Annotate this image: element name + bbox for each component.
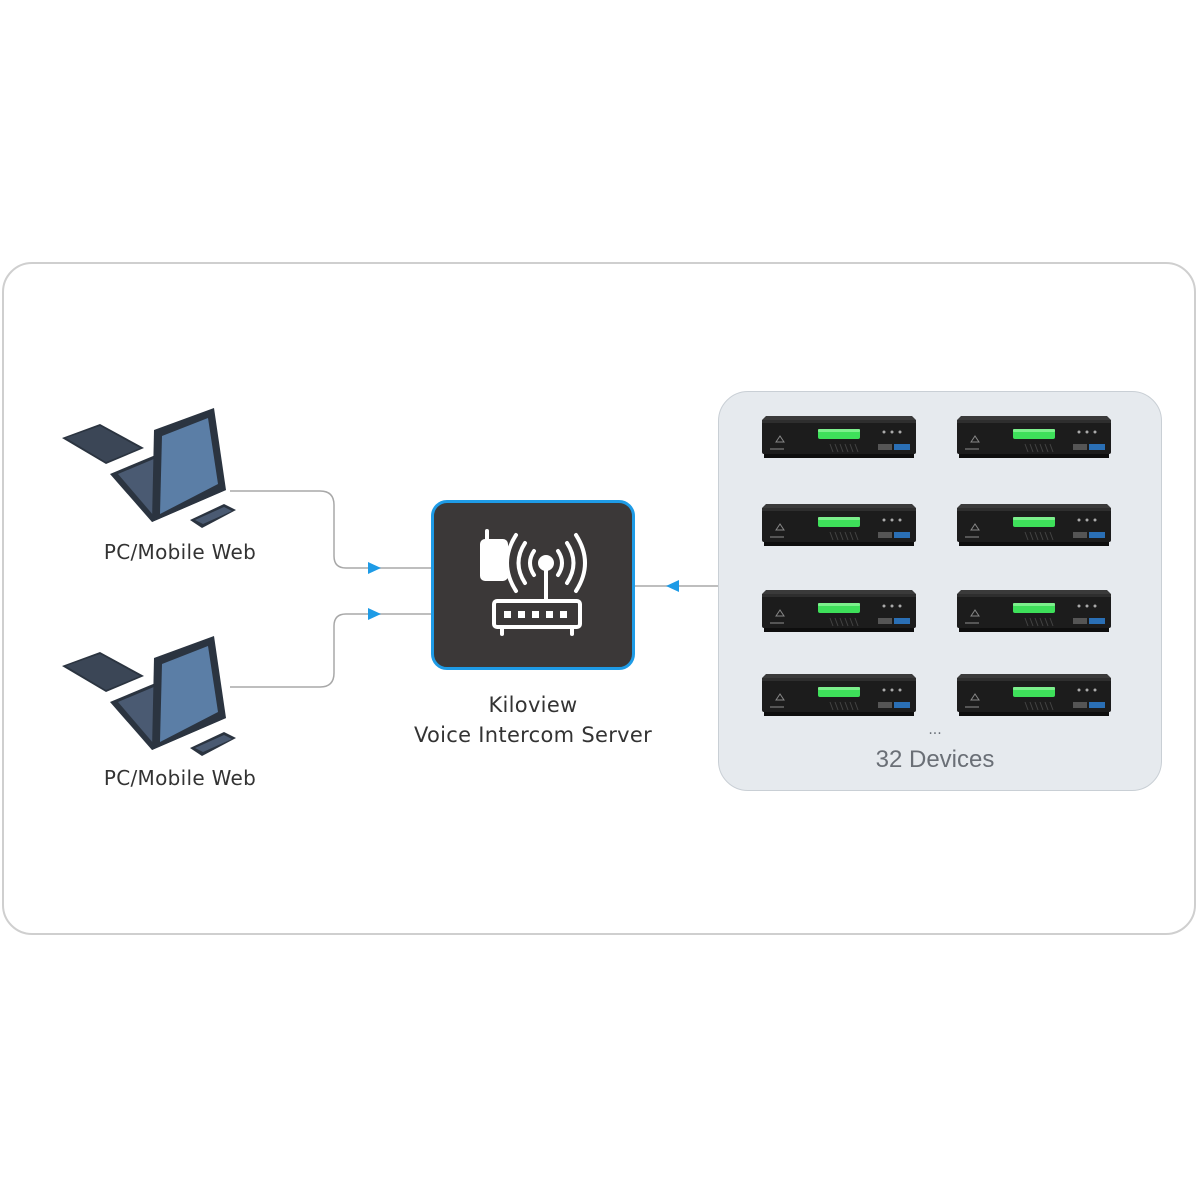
encoder-device-icon xyxy=(760,500,918,548)
server-box xyxy=(431,500,635,670)
client-label: PC/Mobile Web xyxy=(103,766,257,790)
encoder-device-icon xyxy=(955,412,1113,460)
devices-label: 32 Devices xyxy=(875,746,995,773)
router-radio-icon xyxy=(480,529,587,636)
encoder-device-icon xyxy=(955,670,1113,718)
client2-connection xyxy=(230,613,431,688)
server-name: Kiloview xyxy=(488,693,578,717)
server-label: Kiloview Voice Intercom Server xyxy=(380,690,686,750)
client-2: PC/Mobile Web xyxy=(40,628,280,803)
laptop-phone-icon xyxy=(62,408,236,528)
laptop-phone-icon xyxy=(62,636,236,756)
encoder-device-icon xyxy=(760,412,918,460)
client-label: PC/Mobile Web xyxy=(103,540,257,564)
client-1: PC/Mobile Web xyxy=(40,400,280,575)
encoder-device-icon xyxy=(760,670,918,718)
arrow-client1 xyxy=(368,562,381,574)
devices-ellipsis: ... xyxy=(928,722,942,738)
encoder-device-icon xyxy=(955,500,1113,548)
encoder-device-icon xyxy=(760,586,918,634)
encoder-device-icon xyxy=(955,586,1113,634)
client1-connection xyxy=(230,490,431,569)
arrow-devices xyxy=(666,580,679,592)
server-subtitle: Voice Intercom Server xyxy=(413,723,653,747)
arrow-client2 xyxy=(368,608,381,620)
